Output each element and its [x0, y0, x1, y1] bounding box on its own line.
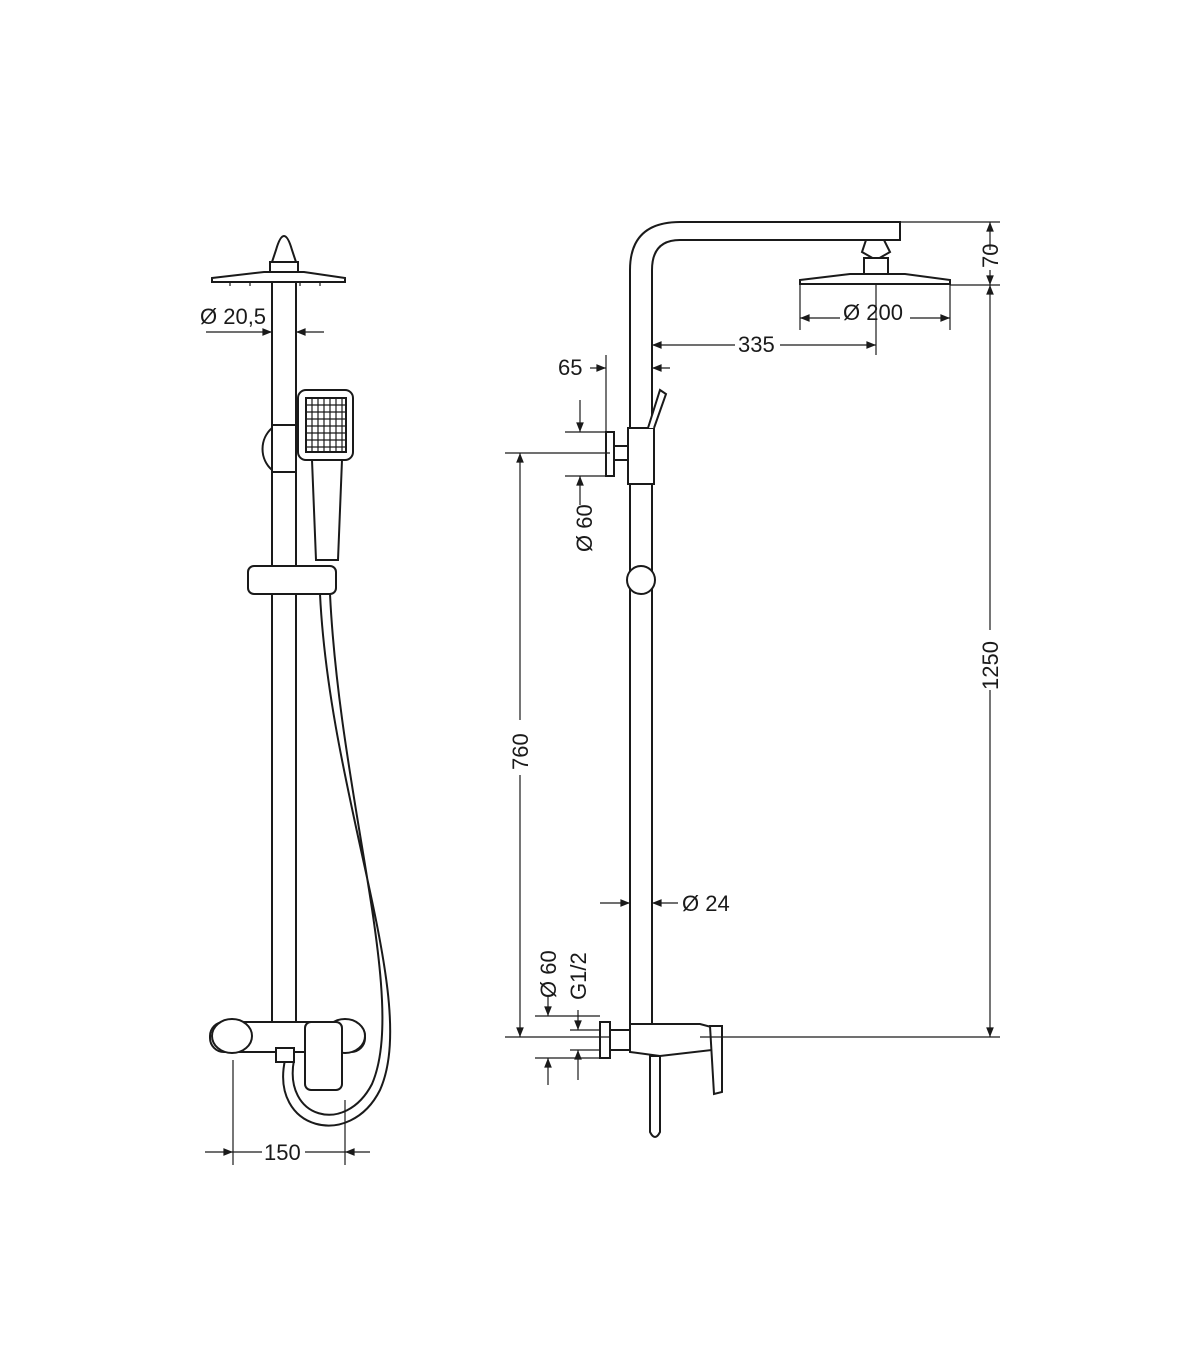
- dim-label: Ø 60: [536, 950, 561, 998]
- dim-arm-reach: 335: [651, 285, 877, 357]
- side-view: 70 1250 Ø 200 335 65: [505, 221, 1003, 1138]
- dim-label: Ø 200: [843, 300, 903, 325]
- dim-label: 1250: [978, 641, 1003, 690]
- shower-rod: [271, 281, 297, 1028]
- slider: [247, 565, 337, 595]
- shower-hose: [282, 593, 392, 1127]
- slider-knob: [626, 565, 656, 595]
- dim-label: Ø 24: [682, 891, 730, 916]
- dim-flange-diameter: Ø 60: [535, 950, 600, 1085]
- dim-label: 335: [738, 332, 775, 357]
- mixer: [209, 1018, 366, 1091]
- dim-label: 70: [978, 244, 1003, 268]
- dim-bracket-diameter: Ø 60: [565, 400, 606, 552]
- rain-shower-head: [211, 235, 346, 286]
- dim-label: 65: [558, 355, 582, 380]
- dim-label: 760: [508, 733, 533, 770]
- rain-shower-head: [799, 239, 951, 285]
- dim-label: 150: [264, 1140, 301, 1165]
- dim-thread: G1/2: [566, 952, 600, 1080]
- dim-label: Ø 20,5: [200, 304, 266, 329]
- front-view: Ø 20,5 150: [200, 235, 392, 1165]
- rod-clamp: [261, 424, 297, 473]
- dim-bracket-height: 760: [505, 452, 610, 1038]
- dim-head-diameter: Ø 200: [799, 284, 951, 330]
- wall-bracket: [605, 388, 668, 485]
- dim-label: G1/2: [566, 952, 591, 1000]
- hand-shower: [297, 389, 354, 561]
- dim-label: Ø 60: [572, 504, 597, 552]
- dim-wall-spacing: 150: [205, 1060, 370, 1165]
- mixer: [599, 1021, 723, 1138]
- dim-pipe-diameter: Ø 24: [600, 891, 730, 916]
- dim-rod-diameter: Ø 20,5: [200, 304, 324, 336]
- dim-total-height: 1250: [700, 285, 1003, 1038]
- dim-wall-offset: 65: [558, 355, 670, 432]
